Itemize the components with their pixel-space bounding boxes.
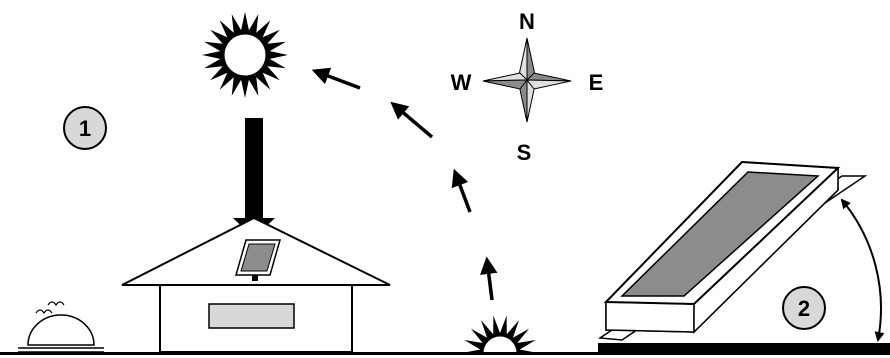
- house: [122, 218, 390, 352]
- ground-line: [0, 352, 890, 355]
- tilted-solar-collector-icon: [598, 162, 890, 352]
- compass-west-label: W: [451, 70, 472, 95]
- compass-north-label: N: [519, 9, 535, 34]
- house-window: [209, 304, 294, 328]
- marker-badge-2: 2: [783, 287, 825, 329]
- marker-badge-1: 1: [64, 107, 106, 149]
- marker-label-1: 1: [79, 116, 91, 141]
- tilt-angle-arc-icon: [842, 200, 881, 340]
- compass-rose-icon: N S W E: [451, 9, 604, 165]
- noon-sun-icon: [202, 12, 288, 98]
- rising-sun-icon: [18, 302, 104, 352]
- compass-south-label: S: [517, 140, 532, 165]
- marker-label-2: 2: [798, 296, 810, 321]
- compass-east-label: E: [589, 70, 604, 95]
- setting-sun-icon: [448, 316, 558, 358]
